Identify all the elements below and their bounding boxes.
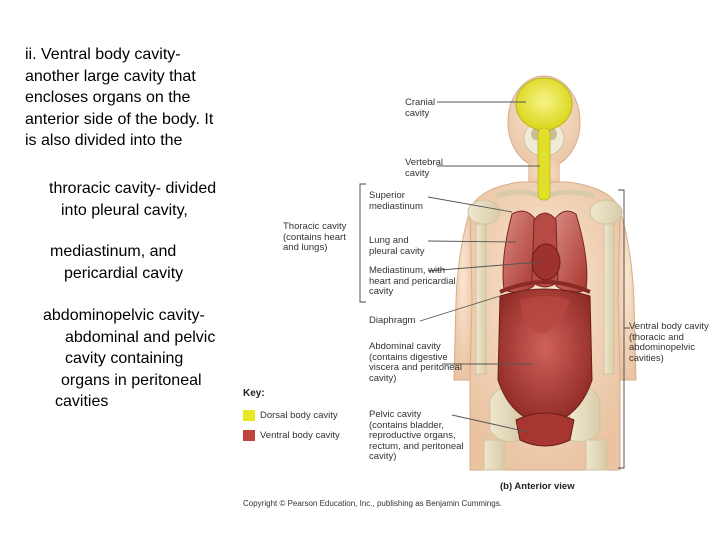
label-line: reproductive organs, <box>369 430 456 441</box>
brackets <box>359 183 630 469</box>
abdominal-cavity-label: Abdominal cavity (contains digestive vis… <box>369 341 462 384</box>
label-line: pleural cavity <box>369 245 425 257</box>
label-line: Diaphragm <box>369 315 416 326</box>
dorsal-key-swatch <box>243 410 255 421</box>
label-line: cavity <box>405 107 430 119</box>
label-line: heart and pericardial <box>369 275 456 287</box>
diaphragm-label: Diaphragm <box>369 315 416 327</box>
mediastinum-paragraph: mediastinum, and pericardial cavity <box>50 241 183 284</box>
copyright: Copyright © Pearson Education, Inc., pub… <box>243 499 502 508</box>
text-line: cavities <box>55 393 109 410</box>
label-line: Thoracic cavity <box>283 221 347 232</box>
text-line: abdominal and pelvic <box>65 328 216 346</box>
superior-mediastinum-label: Superior mediastinum <box>369 190 423 212</box>
vertebral-cavity-label: Vertebral cavity <box>405 157 444 179</box>
label-line: rectum, and peritoneal <box>369 440 464 452</box>
label-line: Vertebral <box>405 157 444 168</box>
label-line: cavity <box>369 286 394 297</box>
leader-lines <box>419 101 541 433</box>
label-line: abdominopelvic <box>629 342 696 353</box>
label-line: Cranial <box>405 97 436 108</box>
label-line: (contains heart <box>283 231 346 243</box>
label-line: (thoracic and <box>629 331 684 343</box>
label-line: cavity) <box>369 372 397 384</box>
text-line: is also divided into the <box>25 132 183 149</box>
label-line: cavity) <box>369 451 397 462</box>
dorsal-cavity <box>515 77 573 201</box>
ventral-cavity-label: Ventral body cavity (thoracic and abdomi… <box>629 321 709 364</box>
label-line: Abdominal cavity <box>369 341 441 352</box>
text-line: encloses organs on the <box>25 89 191 106</box>
text-line: abdominopelvic cavity- <box>43 307 205 324</box>
abdominopelvic-paragraph: abdominopelvic cavity- abdominal and pel… <box>43 305 215 413</box>
label-line: Pelvic cavity <box>369 409 422 420</box>
label-line: mediastinum <box>369 200 423 212</box>
label-line: Lung and <box>369 235 409 246</box>
view-label: (b) Anterior view <box>500 481 575 492</box>
pelvic-cavity-label: Pelvic cavity (contains bladder, reprodu… <box>369 409 464 463</box>
ventral-key-swatch <box>243 430 255 441</box>
label-line: Superior <box>369 190 405 201</box>
ventral-key-label: Ventral body cavity <box>260 430 340 441</box>
label-line: viscera and peritoneal <box>369 362 462 373</box>
label-line: Mediastinum, with <box>369 265 446 276</box>
text-line: mediastinum, and <box>50 243 177 260</box>
text-line: cavity containing <box>65 350 184 367</box>
text-line: ii. Ventral body cavity- <box>25 46 181 63</box>
dorsal-key-label: Dorsal body cavity <box>260 410 338 421</box>
thoracic-cavity-label: Thoracic cavity (contains heart and lung… <box>283 221 347 254</box>
text-line: organs in peritoneal <box>61 371 202 389</box>
label-line: (contains digestive <box>369 351 448 363</box>
text-line: anterior side of the body. It <box>25 110 214 128</box>
diaphragm <box>499 280 591 294</box>
mediastinum-label: Mediastinum, with heart and pericardial … <box>369 265 456 298</box>
text-line: another large cavity that <box>25 67 196 85</box>
lung-pleural-label: Lung and pleural cavity <box>369 235 425 257</box>
abdominopelvic-organs <box>497 288 593 447</box>
text-line: throracic cavity- divided <box>49 180 217 197</box>
label-line: Ventral body cavity <box>629 321 709 332</box>
key-title: Key: <box>243 388 265 399</box>
cranial-cavity-label: Cranial cavity <box>405 97 436 119</box>
label-line: cavity <box>405 167 430 179</box>
label-line: cavities) <box>629 352 664 364</box>
thoracic-organs <box>502 210 588 293</box>
label-line: (contains bladder, <box>369 419 444 431</box>
text-line: into pleural cavity, <box>61 201 188 219</box>
intro-paragraph: ii. Ventral body cavity- another large c… <box>25 44 213 152</box>
text-line: pericardial cavity <box>64 264 184 282</box>
thoracic-paragraph: throracic cavity- divided into pleural c… <box>49 178 216 221</box>
label-line: and lungs) <box>283 242 328 253</box>
